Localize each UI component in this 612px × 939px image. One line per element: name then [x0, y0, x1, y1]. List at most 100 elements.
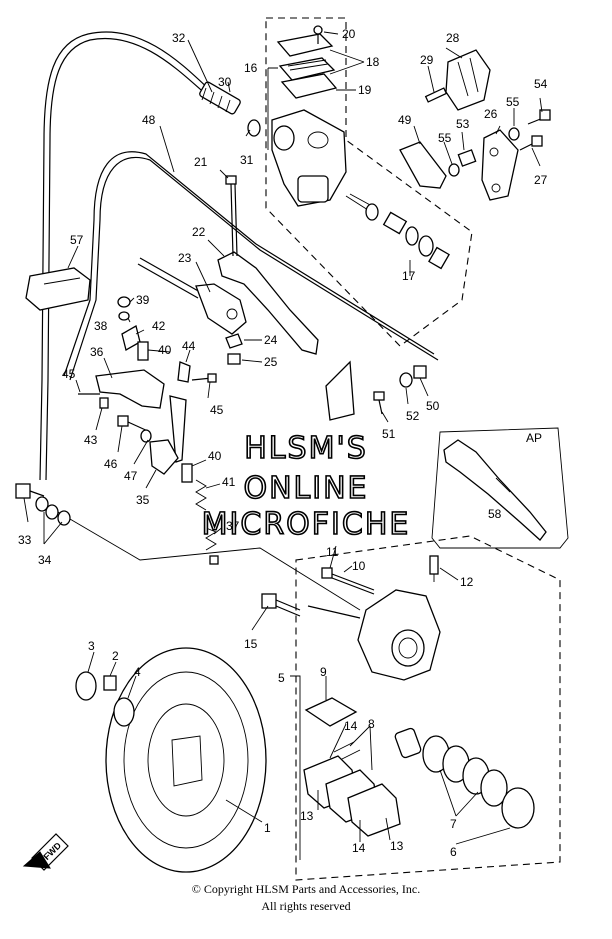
brake-disc-1: [105, 647, 267, 873]
bushing-53: [457, 149, 477, 167]
brake-lever-22: [217, 251, 319, 355]
callout-48: 48: [142, 113, 156, 127]
tag-bracket: [325, 360, 355, 421]
washer-31: [247, 119, 261, 137]
callout-10: 10: [352, 559, 366, 573]
callout-14a: 14: [344, 719, 358, 733]
watermark: HLSM'S ONLINE MICROFICHE: [201, 430, 411, 543]
brake-pads-13-14: [303, 755, 401, 837]
pin-2: [103, 675, 117, 691]
callout-41: 41: [222, 475, 236, 489]
watermark-line-3: MICROFICHE: [202, 507, 411, 542]
bracket-47: [149, 439, 179, 475]
bleed-screw-12: [429, 555, 439, 582]
callout-30: 30: [218, 75, 232, 89]
ring-3: [75, 671, 97, 701]
callout-42: 42: [152, 319, 166, 333]
callout-18: 18: [366, 55, 380, 69]
pin-40: [137, 341, 193, 483]
clip-9: [304, 697, 358, 727]
callout-50: 50: [426, 399, 440, 413]
callout-14b: 14: [352, 841, 366, 855]
callout-26: 26: [484, 107, 498, 121]
callout-19: 19: [358, 83, 372, 97]
callout-47: 47: [124, 469, 138, 483]
callout-49: 49: [398, 113, 412, 127]
bolts-50-52: [373, 365, 427, 415]
caliper-body: [357, 589, 441, 681]
lever-arm-36: [95, 369, 165, 409]
washer-38-39: [117, 296, 131, 321]
callout-2: 2: [112, 649, 119, 663]
callout-57: 57: [70, 233, 84, 247]
callout-27: 27: [534, 173, 548, 187]
union-bolt-33: [15, 483, 45, 499]
callout-37: 37: [226, 519, 240, 533]
brake-hose-48: [63, 151, 439, 381]
caliper-dashed-frame: [295, 535, 561, 881]
watermark-line-2: ONLINE: [243, 471, 368, 506]
callout-16: 16: [244, 61, 258, 75]
brake-rod-cable-23: [137, 257, 201, 299]
bolts-27-54: [519, 109, 551, 151]
callout-53: 53: [456, 117, 470, 131]
lever-bracket-26: [481, 129, 519, 201]
pad-springs-8: [333, 741, 361, 761]
copyright-line-1: © Copyright HLSM Parts and Accessories, …: [191, 882, 421, 896]
callout-8: 8: [368, 717, 375, 731]
callout-58: 58: [488, 507, 502, 521]
rod-end-23: [195, 283, 247, 335]
callout-21: 21: [194, 155, 208, 169]
washers-34: [35, 496, 71, 526]
callout-39: 39: [136, 293, 150, 307]
callout-45b: 45: [210, 403, 224, 417]
cotter-44: [177, 361, 191, 383]
master-cylinder-body: [271, 109, 347, 207]
pivot-49: [399, 141, 447, 189]
hose-fitting-30: [199, 81, 241, 115]
callout-17: 17: [402, 269, 416, 283]
callout-20: 20: [342, 27, 356, 41]
callout-22: 22: [192, 225, 206, 239]
callout-52: 52: [406, 409, 420, 423]
brake-light-switch-28: [424, 49, 491, 111]
callout-11: 11: [326, 545, 339, 559]
callout-45a: 45: [62, 367, 76, 381]
callout-55b: 55: [438, 131, 452, 145]
callout-38: 38: [94, 319, 108, 333]
clip-42: [121, 325, 141, 351]
washer-4: [113, 697, 135, 727]
diaphragm-19: [280, 73, 338, 99]
callout-43: 43: [84, 433, 98, 447]
spring-41: [195, 479, 207, 511]
brake-hose-32: [39, 31, 213, 481]
master-cylinder-dashed-frame: [265, 17, 473, 347]
callout-labels: 32 30 31 48 21 22 23 24 25 20 18 19 16 1…: [18, 27, 548, 859]
callout-31: 31: [240, 153, 254, 167]
bolt-15: [261, 593, 301, 617]
callout-44: 44: [182, 339, 196, 353]
callout-13a: 13: [300, 809, 314, 823]
callout-4: 4: [134, 665, 141, 679]
callout-5: 5: [278, 671, 285, 685]
callout-35: 35: [136, 493, 150, 507]
callout-28: 28: [446, 31, 460, 45]
callout-40b: 40: [208, 449, 222, 463]
callout-36: 36: [90, 345, 104, 359]
callout-12: 12: [460, 575, 474, 589]
callout-40a: 40: [158, 343, 172, 357]
nut-24-25: [225, 333, 243, 365]
callout-6: 6: [450, 845, 457, 859]
bolt-21: [225, 175, 238, 257]
copyright-line-2: All rights reserved: [261, 899, 351, 913]
callout-7: 7: [450, 817, 457, 831]
hose-clamp-57: [25, 267, 91, 311]
piston-seals-7: [394, 727, 535, 829]
screw-20: [313, 25, 323, 44]
lever-58: [443, 439, 547, 541]
washers-55: [448, 127, 520, 177]
inset-frame: [431, 427, 569, 549]
callout-15: 15: [244, 637, 258, 651]
callout-24: 24: [264, 333, 278, 347]
